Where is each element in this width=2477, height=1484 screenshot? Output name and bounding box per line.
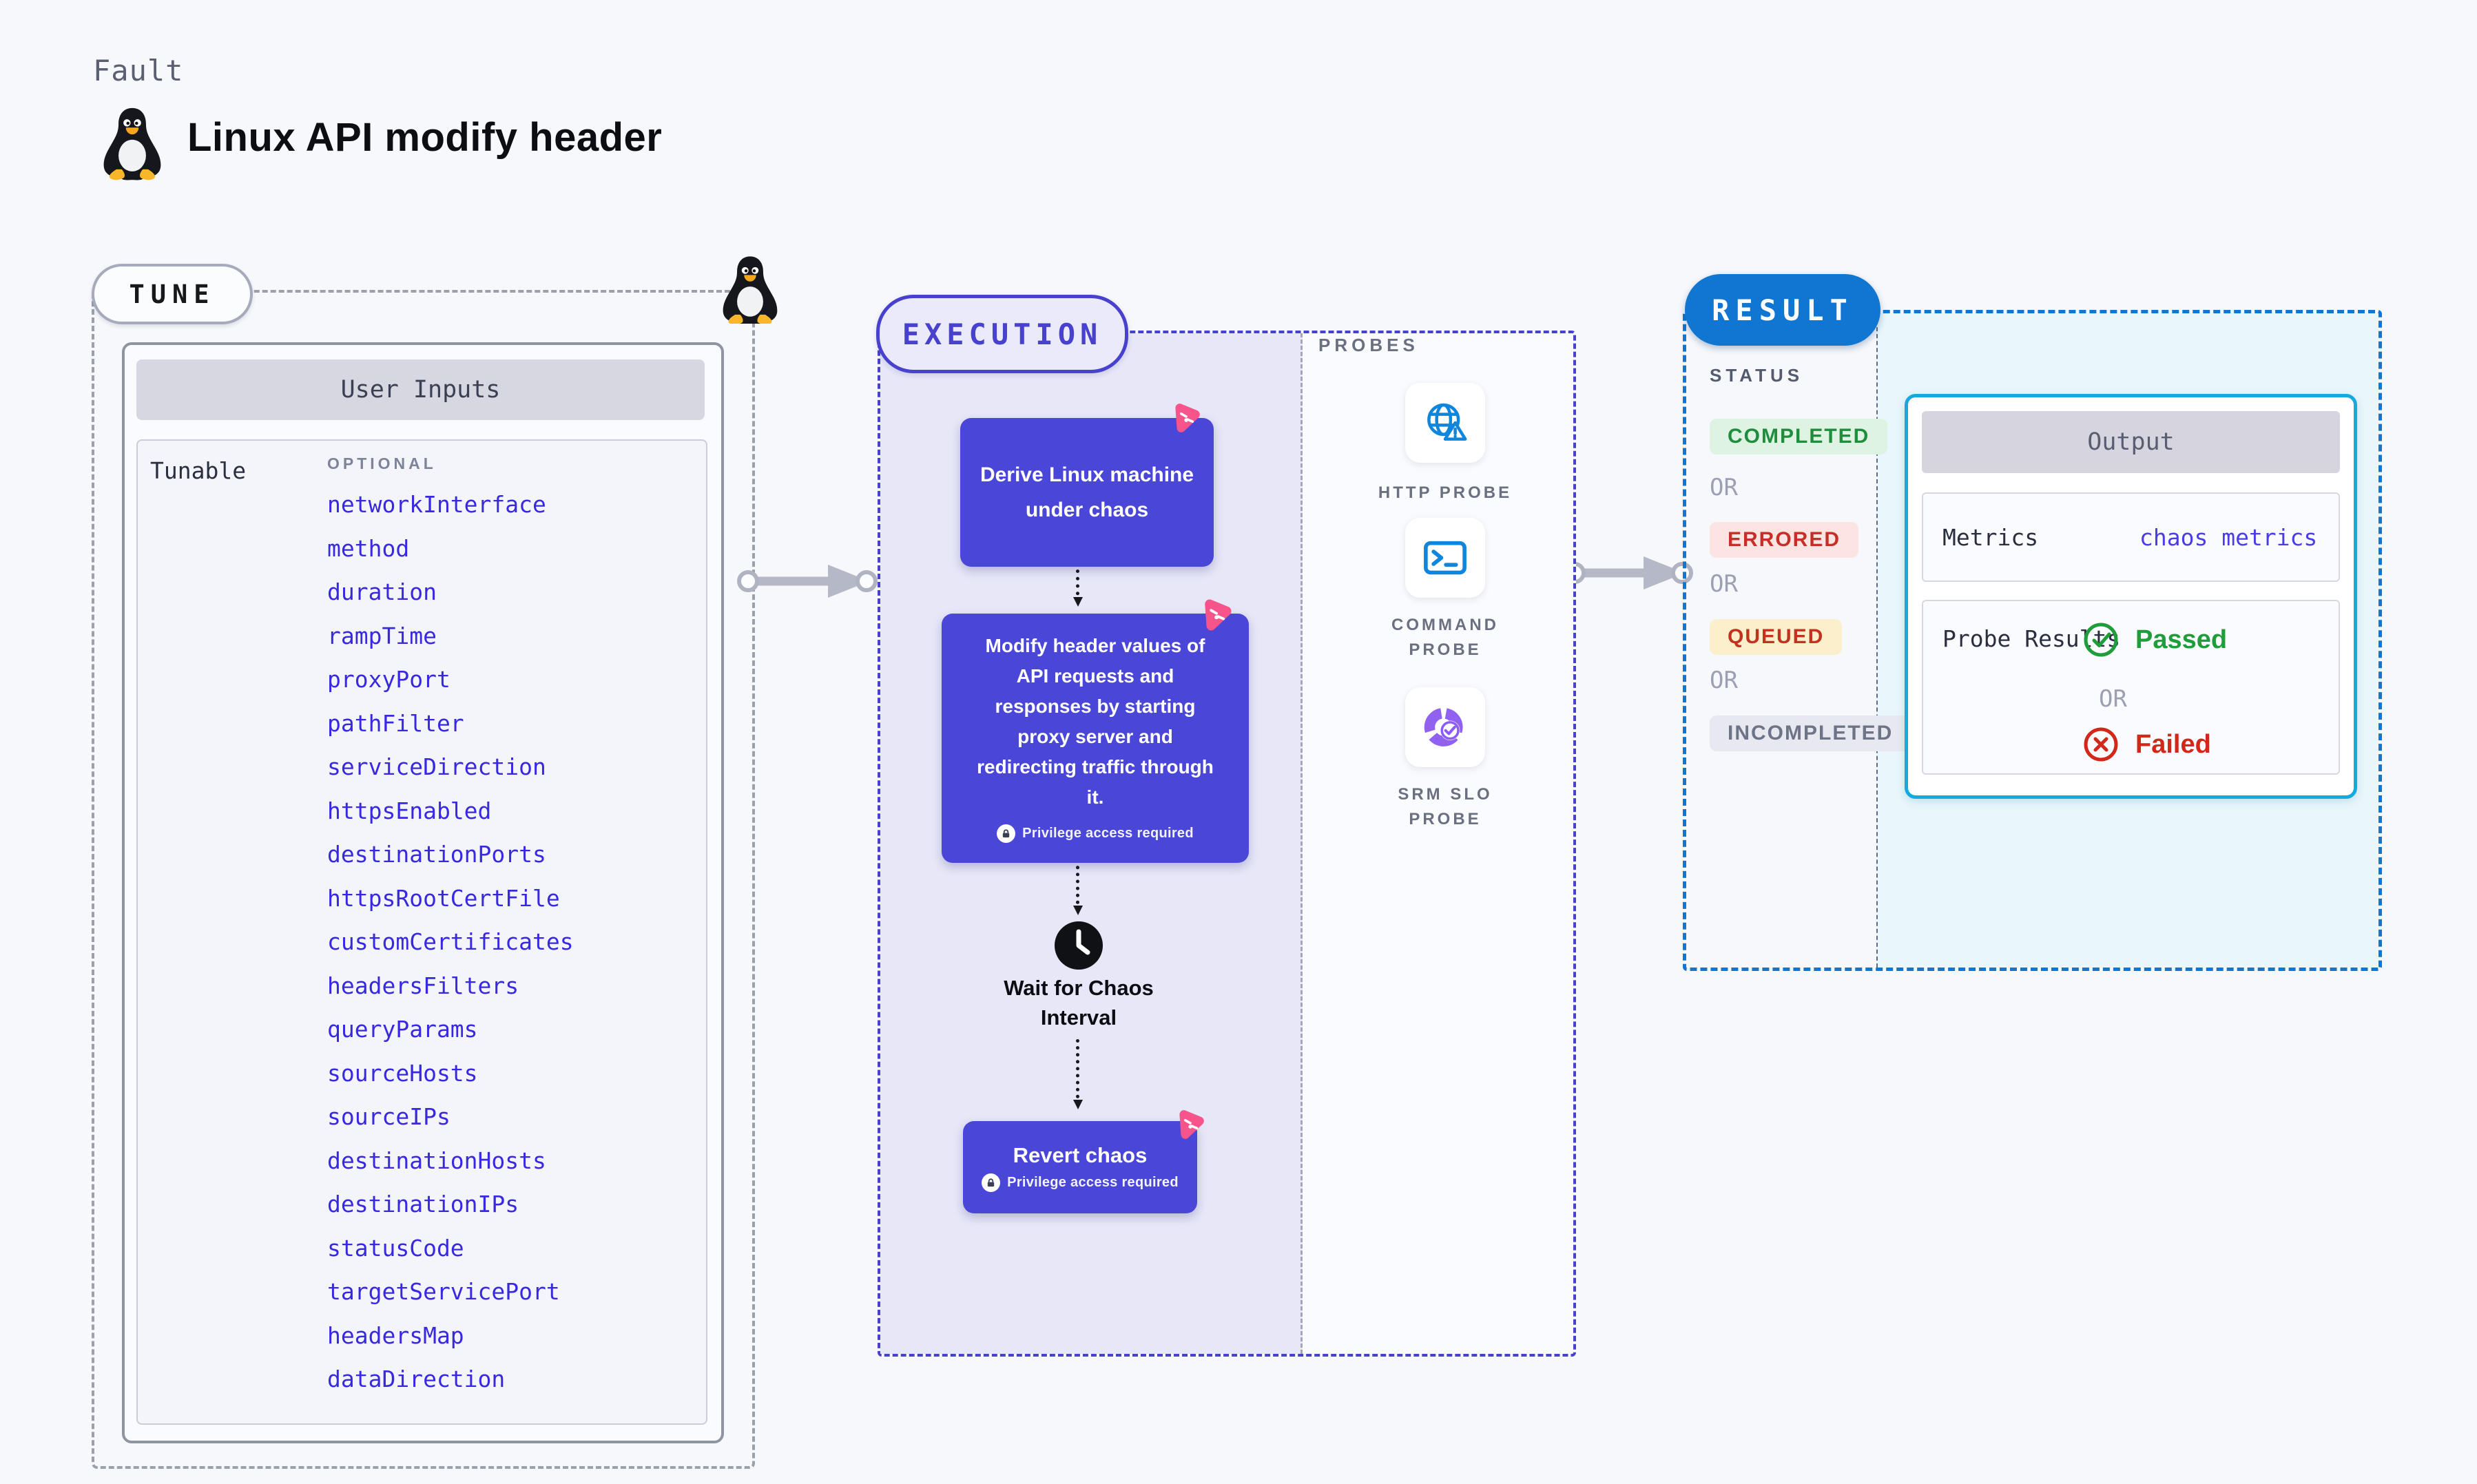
tunable-link[interactable]: statusCode [327,1234,464,1262]
tunable-link[interactable]: httpsEnabled [327,797,492,824]
or-separator: OR [1710,570,1738,598]
execution-pill: EXECUTION [876,295,1128,373]
srm-slo-probe-label: SRM SLO PROBE [1398,785,1493,828]
linux-tux-icon-small [723,256,778,324]
privilege-note: Privilege access required [1022,826,1194,841]
http-probe-label: HTTP PROBE [1378,483,1513,502]
output-header: Output [1922,411,2340,473]
wait-chaos-interval-label: Wait for Chaos Interval [1004,976,1154,1030]
tune-region [92,290,755,1469]
check-circle-icon [2084,623,2118,657]
tunable-link[interactable]: httpsRootCertFile [327,884,560,912]
tunable-row-label: Tunable [150,457,247,484]
probes-to-result-arrow [1564,556,1693,589]
flow-arrow-down [1072,845,1083,915]
passed-label: Passed [2135,625,2228,654]
tunable-link[interactable]: destinationIPs [327,1191,519,1218]
tunables-table [136,439,707,1425]
flow-arrow-down [1072,569,1083,607]
x-circle-icon [2084,727,2118,762]
status-badge-queued: QUEUED [1710,619,1843,655]
privilege-row: Privilege access required [997,818,1194,848]
tunable-link[interactable]: destinationHosts [327,1147,546,1174]
or-separator: OR [2099,685,2127,713]
fault-kicker: Fault [93,54,184,87]
status-badge-incompleted: INCOMPLETED [1710,715,1911,751]
derive-machine-step: Derive Linux machine under chaos [960,418,1214,567]
output-card: Output Metrics chaos metrics Probe Resul… [1905,394,2357,799]
chaos-fault-icon [1205,599,1232,631]
or-label: OR [2099,685,2127,713]
metrics-label: Metrics [1942,523,2039,551]
tunable-link[interactable]: targetServicePort [327,1278,560,1306]
command-probe-card [1405,518,1485,598]
slo-donut-icon [1424,708,1463,746]
revert-chaos-step: Revert chaos Privilege access required [963,1121,1197,1213]
lock-icon [982,1173,1001,1192]
tunable-link[interactable]: headersMap [327,1321,464,1349]
lock-icon [997,824,1016,843]
probe-results-row: Probe Results Passed OR Failed [1922,600,2340,775]
terminal-icon [1424,541,1466,575]
tune-pill: TUNE [92,264,253,324]
tunable-link[interactable]: sourceHosts [327,1059,478,1087]
tunable-link[interactable]: serviceDirection [327,753,546,781]
tunable-link[interactable]: duration [327,578,437,606]
result-pill: RESULT [1685,274,1880,346]
failed-label: Failed [2135,729,2211,759]
or-separator: OR [1710,474,1738,501]
http-probe-card [1405,383,1485,463]
clock-icon [1055,921,1103,970]
probes-section-label: PROBES [1318,335,1419,355]
tunable-link[interactable]: method [327,534,410,562]
privilege-note: Privilege access required [1007,1174,1179,1190]
tunable-link[interactable]: networkInterface [327,491,546,519]
tunable-link[interactable]: headersFilters [327,972,519,999]
tunable-link[interactable]: queryParams [327,1016,478,1043]
tune-to-execution-arrow [737,565,878,598]
user-inputs-header: User Inputs [136,359,705,420]
command-probe-label: COMMAND PROBE [1391,616,1499,659]
tunable-link[interactable]: pathFilter [327,709,464,737]
modify-header-text: Modify header values of API requests and… [977,635,1214,808]
globe-alert-icon [1427,403,1467,441]
tunable-link[interactable]: rampTime [327,622,437,649]
or-separator: OR [1710,667,1738,694]
tunable-link[interactable]: customCertificates [327,928,574,956]
tunable-link[interactable]: sourceIPs [327,1103,450,1131]
tunable-link[interactable]: destinationPorts [327,841,546,868]
tunable-link[interactable]: dataDirection [327,1366,506,1393]
tunables-list: networkInterface method duration rampTim… [327,483,574,1401]
srm-slo-probe-card [1405,687,1485,767]
failed-result: Failed [2082,725,2211,764]
revert-chaos-text: Revert chaos [1013,1142,1148,1167]
privilege-row: Privilege access required [982,1173,1179,1192]
chaos-fault-icon [1175,404,1200,432]
optional-column-label: OPTIONAL [327,454,437,472]
page-title: Linux API modify header [187,115,663,160]
status-section-label: STATUS [1710,365,1804,386]
passed-result: Passed [2082,620,2227,659]
chaos-fault-icon [1179,1110,1204,1139]
status-badge-errored: ERRORED [1710,522,1859,558]
status-badge-completed: COMPLETED [1710,419,1888,454]
linux-tux-icon [103,107,161,180]
chaos-metrics-link[interactable]: chaos metrics [2139,523,2318,551]
tunable-link[interactable]: proxyPort [327,666,450,693]
modify-header-step: Modify header values of API requests and… [942,614,1249,863]
metrics-row: Metrics chaos metrics [1922,492,2340,582]
flow-arrow-down [1072,1039,1083,1109]
